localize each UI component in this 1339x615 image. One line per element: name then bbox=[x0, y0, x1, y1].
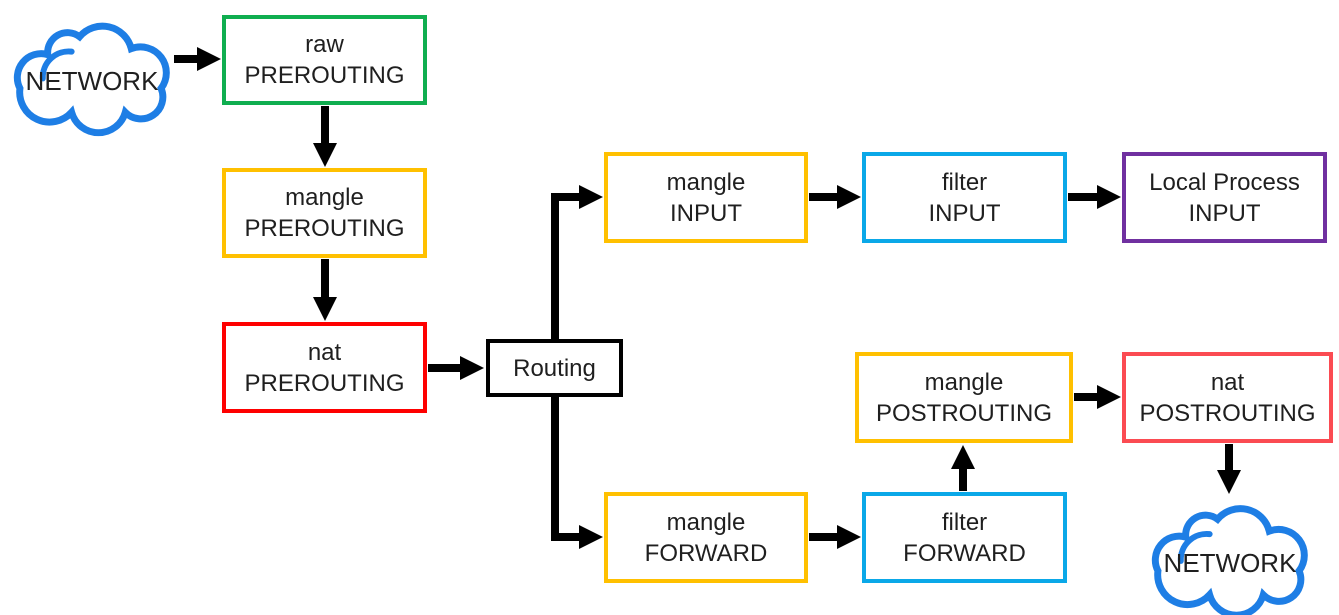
node-local-process-input: Local Process INPUT bbox=[1122, 152, 1327, 243]
network-label: NETWORK bbox=[1163, 548, 1297, 579]
arrow-nat-postrouting-to-network bbox=[1217, 444, 1241, 494]
node-raw-prerouting: raw PREROUTING bbox=[222, 15, 427, 105]
table-label: mangle bbox=[666, 508, 746, 536]
arrow-filter-input-to-local-process bbox=[1068, 185, 1121, 209]
chain-label: PREROUTING bbox=[244, 62, 405, 89]
chain-label: INPUT bbox=[1188, 199, 1261, 227]
arrow-network-to-raw-prerouting bbox=[174, 47, 221, 71]
arrow-mangle-to-nat-prerouting bbox=[313, 259, 337, 321]
arrow-routing-to-mangle-forward bbox=[551, 396, 603, 549]
chain-label: PREROUTING bbox=[244, 215, 405, 242]
node-nat-postrouting: nat POSTROUTING bbox=[1122, 352, 1333, 443]
arrow-nat-prerouting-to-routing bbox=[428, 356, 484, 380]
chain-label: POSTROUTING bbox=[1139, 399, 1316, 427]
table-label: nat bbox=[1210, 368, 1245, 396]
node-mangle-input: mangle INPUT bbox=[604, 152, 808, 243]
table-label: mangle bbox=[285, 184, 364, 211]
table-label: mangle bbox=[924, 368, 1004, 396]
chain-label: POSTROUTING bbox=[875, 399, 1052, 427]
network-cloud-destination: NETWORK bbox=[1148, 496, 1312, 615]
node-mangle-postrouting: mangle POSTROUTING bbox=[855, 352, 1073, 443]
table-label: nat bbox=[307, 338, 342, 366]
node-nat-prerouting: nat PREROUTING bbox=[222, 322, 427, 413]
cloud-icon bbox=[13, 22, 170, 137]
network-cloud-source: NETWORK bbox=[10, 12, 174, 137]
cloud-swirl bbox=[39, 48, 75, 82]
arrow-mangle-to-nat-postrouting bbox=[1074, 385, 1121, 409]
node-mangle-forward: mangle FORWARD bbox=[604, 492, 808, 583]
table-label: filter bbox=[941, 508, 988, 536]
node-filter-input: filter INPUT bbox=[862, 152, 1067, 243]
table-label: filter bbox=[941, 168, 988, 196]
chain-label: FORWARD bbox=[644, 539, 768, 567]
routing-label: Routing bbox=[513, 354, 596, 382]
arrow-filter-forward-to-mangle-postrouting bbox=[951, 445, 975, 491]
arrow-routing-to-mangle-input bbox=[551, 185, 603, 340]
table-label: Local Process bbox=[1149, 168, 1300, 196]
arrow-raw-to-mangle-prerouting bbox=[313, 106, 337, 167]
cloud-icon bbox=[1151, 505, 1308, 615]
table-label: mangle bbox=[666, 168, 746, 196]
chain-label: INPUT bbox=[928, 199, 1001, 227]
network-label: NETWORK bbox=[25, 65, 159, 96]
node-mangle-prerouting: mangle PREROUTING bbox=[222, 168, 427, 258]
chain-label: INPUT bbox=[670, 199, 742, 227]
arrow-mangle-input-to-filter-input bbox=[809, 185, 861, 209]
node-filter-forward: filter FORWARD bbox=[862, 492, 1067, 583]
table-label: raw bbox=[305, 31, 344, 58]
chain-label: FORWARD bbox=[903, 539, 1026, 567]
arrow-mangle-forward-to-filter-forward bbox=[809, 525, 861, 549]
chain-label: PREROUTING bbox=[244, 369, 405, 397]
node-routing-decision: Routing bbox=[486, 339, 623, 397]
cloud-swirl bbox=[1177, 530, 1213, 564]
